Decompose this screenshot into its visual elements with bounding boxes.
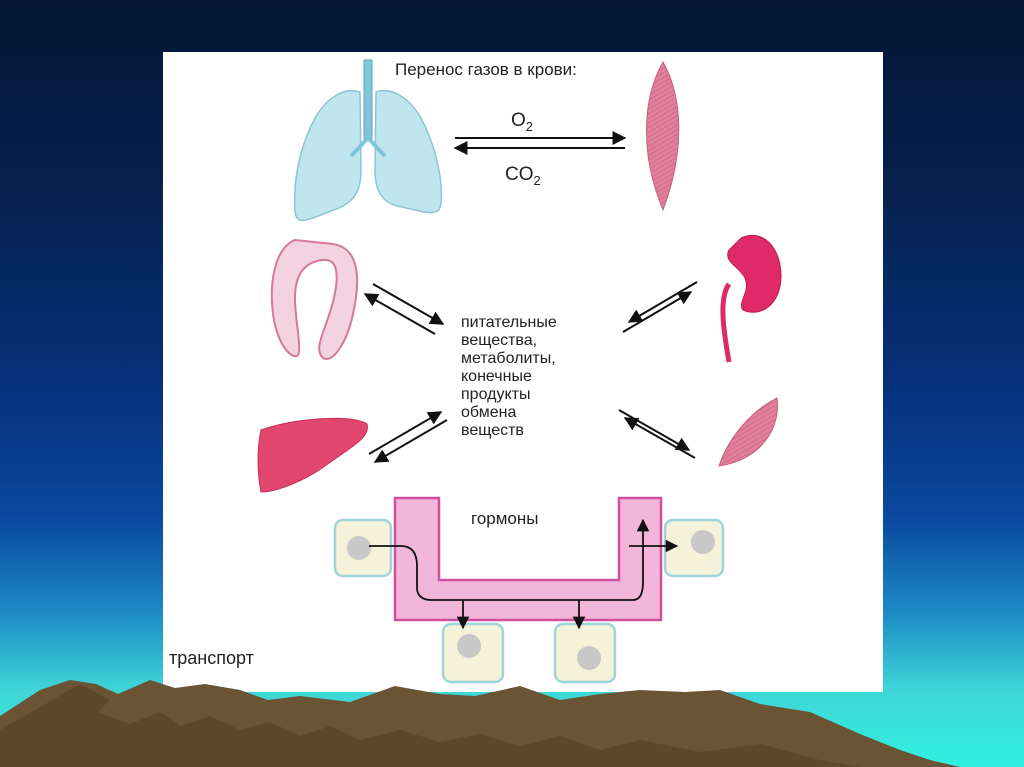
co2-label: CO2 (505, 164, 541, 186)
nutrients-label: питательные вещества, метаболиты, конечн… (461, 314, 621, 440)
intestine-icon (272, 240, 357, 359)
hormones-label: гормоны (471, 509, 539, 529)
transport-label: транспорт (169, 648, 254, 669)
cell-left (335, 520, 391, 576)
liver-icon (258, 418, 367, 492)
cell-bottom-left (443, 624, 503, 682)
o2-label: O2 (511, 110, 533, 132)
diagram-title: Перенос газов в крови: (395, 60, 577, 80)
lungs-icon (295, 60, 442, 220)
muscle-fiber-icon (719, 398, 778, 466)
cell-bottom-right (555, 624, 615, 682)
diagram-panel: Перенос газов в крови: O2 CO2 питательны… (163, 52, 883, 692)
kidney-icon (723, 235, 781, 362)
cell-right (665, 520, 723, 576)
muscle-tissue-icon (646, 62, 678, 210)
